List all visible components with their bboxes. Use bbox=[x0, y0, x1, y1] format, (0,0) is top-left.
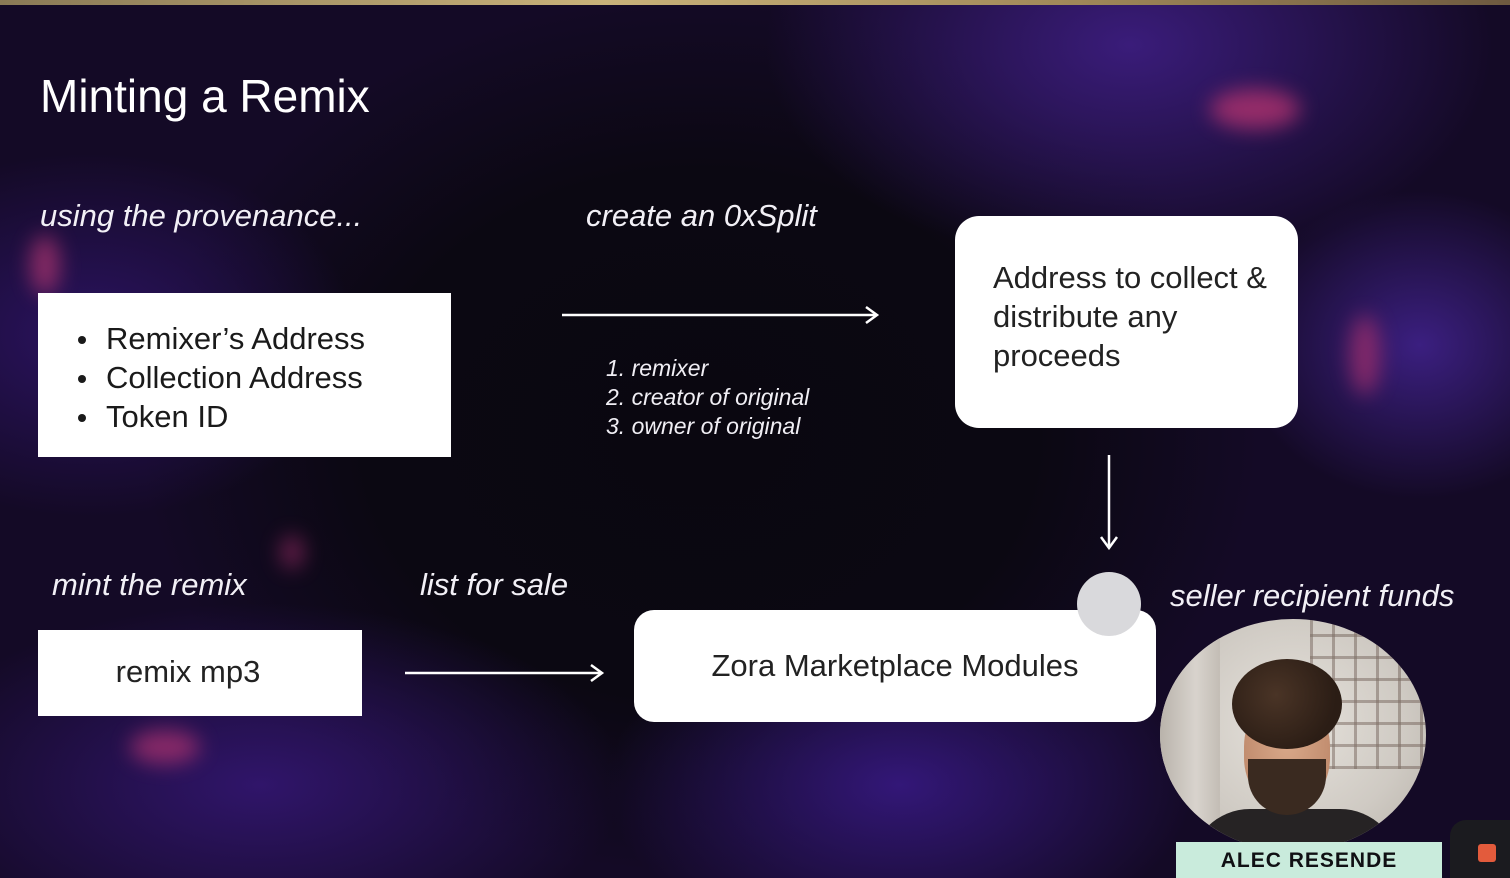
caption-create-split: create an 0xSplit bbox=[586, 198, 817, 233]
recording-badge[interactable] bbox=[1450, 820, 1510, 878]
address-box: Address to collect & distribute any proc… bbox=[955, 216, 1298, 428]
arrow-down-to-marketplace bbox=[1099, 455, 1119, 551]
pointer-dot bbox=[1077, 572, 1141, 636]
arrow-right-to-split bbox=[562, 305, 880, 325]
caption-list-for-sale: list for sale bbox=[420, 567, 569, 602]
split-recipient: 1. remixer bbox=[606, 355, 709, 381]
split-recipient: 2. creator of original bbox=[606, 384, 810, 410]
provenance-item: Collection Address bbox=[78, 358, 365, 397]
split-recipient: 3. owner of original bbox=[606, 413, 801, 439]
bg-glow-pink-bottom bbox=[130, 730, 200, 764]
bg-glow-pink-left bbox=[30, 235, 60, 295]
record-icon bbox=[1478, 844, 1496, 862]
bg-glow-pink-center bbox=[280, 535, 304, 569]
bg-glow-pink-top bbox=[1210, 89, 1300, 129]
presenter-webcam bbox=[1160, 619, 1426, 851]
caption-mint-remix: mint the remix bbox=[52, 567, 247, 602]
caption-provenance: using the provenance... bbox=[40, 198, 363, 233]
caption-seller-recipient: seller recipient funds bbox=[1170, 578, 1455, 613]
provenance-box: Remixer’s Address Collection Address Tok… bbox=[38, 293, 451, 457]
zora-marketplace-box: Zora Marketplace Modules bbox=[634, 610, 1156, 722]
bg-glow-pink-right bbox=[1350, 315, 1380, 395]
provenance-item: Remixer’s Address bbox=[78, 319, 365, 358]
slide-title: Minting a Remix bbox=[40, 70, 370, 122]
address-box-text: Address to collect & distribute any proc… bbox=[993, 260, 1267, 373]
split-recipient-list: 1. remixer 2. creator of original 3. own… bbox=[606, 354, 809, 441]
provenance-list: Remixer’s Address Collection Address Tok… bbox=[78, 319, 365, 436]
presenter-name-tag: ALEC RESENDE bbox=[1176, 842, 1442, 878]
remix-mp3-box: remix mp3 bbox=[38, 630, 362, 716]
zora-marketplace-text: Zora Marketplace Modules bbox=[711, 648, 1079, 683]
arrow-right-to-marketplace bbox=[405, 663, 605, 683]
remix-mp3-text: remix mp3 bbox=[115, 654, 261, 689]
provenance-item: Token ID bbox=[78, 397, 365, 436]
top-accent-bar bbox=[0, 0, 1510, 5]
